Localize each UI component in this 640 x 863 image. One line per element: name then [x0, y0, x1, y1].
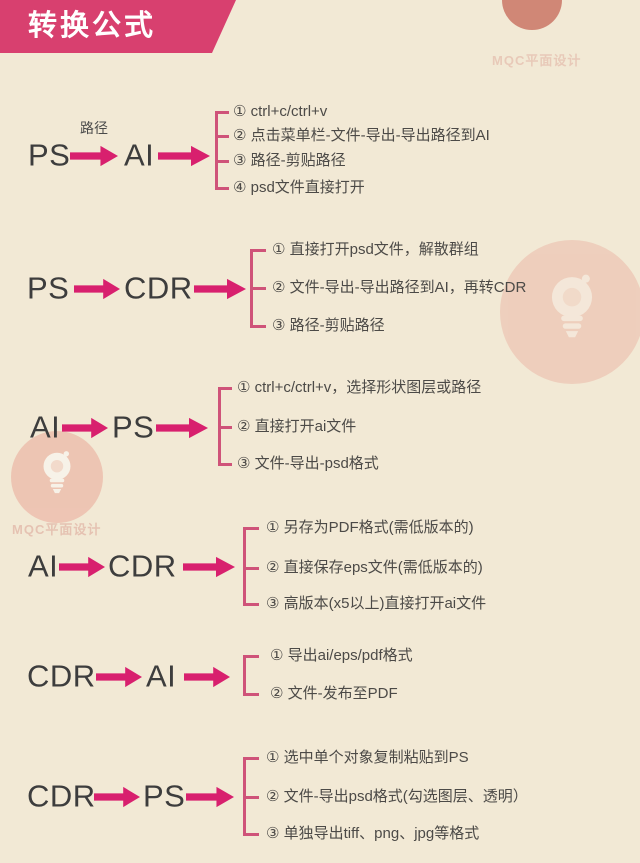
- bracket-tick: [250, 287, 266, 290]
- bracket-tick: [243, 757, 259, 760]
- list-item: ① ctrl+c/ctrl+v，选择形状图层或路径: [237, 379, 482, 396]
- right-arrow-icon: [62, 417, 108, 439]
- header-banner: [0, 0, 236, 53]
- right-arrow-icon: [94, 786, 140, 808]
- source-label: AI: [28, 548, 59, 584]
- bracket: [215, 111, 218, 190]
- source-label: PS: [27, 270, 70, 306]
- arrow-note: 路径: [80, 120, 108, 136]
- list-item: ③ 路径-剪贴路径: [233, 152, 346, 169]
- bracket-tick: [215, 160, 229, 163]
- list-item: ② 文件-导出psd格式(勾选图层、透明）: [266, 788, 528, 805]
- bracket-tick: [218, 426, 232, 429]
- right-arrow-icon: [156, 417, 208, 439]
- target-label: AI: [146, 658, 177, 694]
- bracket: [243, 527, 246, 606]
- bracket-tick: [243, 567, 259, 570]
- source-label: AI: [30, 409, 61, 445]
- list-item: ③ 单独导出tiff、png、jpg等格式: [266, 825, 480, 842]
- bracket-tick: [243, 527, 259, 530]
- target-label: CDR: [108, 548, 177, 584]
- list-item: ④ psd文件直接打开: [233, 179, 365, 196]
- bracket-tick: [250, 249, 266, 252]
- bracket-tick: [243, 693, 259, 696]
- bracket-tick: [243, 655, 259, 658]
- list-item: ③ 高版本(x5以上)直接打开ai文件: [266, 595, 487, 612]
- bracket-tick: [243, 603, 259, 606]
- list-item: ② 点击菜单栏-文件-导出-导出路径到AI: [233, 127, 490, 144]
- list-item: ① 选中单个对象复制粘贴到PS: [266, 749, 469, 766]
- list-item: ③ 路径-剪贴路径: [272, 317, 385, 334]
- right-arrow-icon: [158, 145, 210, 167]
- bracket-tick: [243, 796, 259, 799]
- page-title: 转换公式: [28, 10, 157, 42]
- target-label: PS: [143, 778, 186, 814]
- source-label: CDR: [27, 658, 96, 694]
- bracket-tick: [218, 463, 232, 466]
- right-arrow-icon: [70, 145, 118, 167]
- right-arrow-icon: [74, 278, 120, 300]
- bracket-tick: [218, 387, 232, 390]
- target-label: PS: [112, 409, 155, 445]
- right-arrow-icon: [194, 278, 246, 300]
- list-item: ① ctrl+c/ctrl+v: [233, 103, 328, 120]
- target-label: CDR: [124, 270, 193, 306]
- right-arrow-icon: [186, 786, 234, 808]
- source-label: CDR: [27, 778, 96, 814]
- list-item: ① 导出ai/eps/pdf格式: [270, 647, 413, 664]
- source-label: PS: [28, 137, 71, 173]
- right-arrow-icon: [96, 666, 142, 688]
- bracket-tick: [243, 833, 259, 836]
- bracket-tick: [215, 187, 229, 190]
- bracket-tick: [215, 111, 229, 114]
- bracket-tick: [250, 325, 266, 328]
- list-item: ③ 文件-导出-psd格式: [237, 455, 379, 472]
- list-item: ② 文件-导出-导出路径到AI，再转CDR: [272, 279, 527, 296]
- bracket: [243, 655, 246, 696]
- list-item: ① 另存为PDF格式(需低版本的): [266, 519, 474, 536]
- right-arrow-icon: [59, 556, 105, 578]
- list-item: ② 直接保存eps文件(需低版本的): [266, 559, 483, 576]
- target-label: AI: [124, 137, 155, 173]
- bracket-tick: [215, 135, 229, 138]
- list-item: ② 直接打开ai文件: [237, 418, 357, 435]
- list-item: ① 直接打开psd文件，解散群组: [272, 241, 479, 258]
- list-item: ② 文件-发布至PDF: [270, 685, 398, 702]
- right-arrow-icon: [184, 666, 230, 688]
- right-arrow-icon: [183, 556, 235, 578]
